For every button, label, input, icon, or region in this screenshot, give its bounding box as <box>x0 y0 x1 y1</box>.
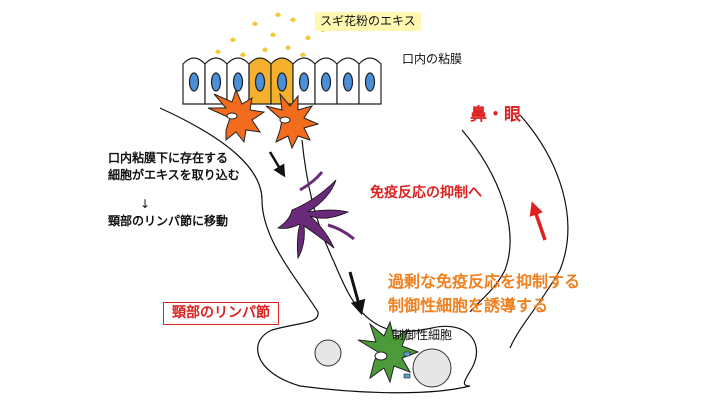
epithelium-layer <box>182 57 382 105</box>
uptake-line-1: 口内粘膜下に存在する <box>108 151 229 165</box>
treg-cell <box>357 320 420 384</box>
treg-label: 制御性細胞 <box>392 328 453 342</box>
induce-line-1: 過剰な免疫反応を抑制する <box>388 272 581 291</box>
epithelial-cell <box>182 57 206 105</box>
epithelial-cell <box>292 57 316 105</box>
epithelial-cell <box>204 57 228 105</box>
epithelial-cell <box>336 57 360 105</box>
uptake-line-2: 細胞がエキスを取り込む <box>108 168 240 182</box>
curve-outer <box>509 114 569 349</box>
epithelial-cell <box>358 57 382 105</box>
vessel-left-wall <box>159 107 471 394</box>
lymph-cell <box>314 339 342 367</box>
lymph-node-label: 頸部のリンパ節 <box>163 302 279 325</box>
migrating-cell <box>276 171 355 260</box>
lymph-cell <box>412 348 452 388</box>
uptake-text: 口内粘膜下に存在する 細胞がエキスを取り込む <box>108 150 240 184</box>
nose-eye-label: 鼻・眼 <box>470 105 521 125</box>
epithelial-cell <box>314 57 338 105</box>
mucosa-label: 口内の粘膜 <box>402 52 463 66</box>
flow-arrow-1 <box>268 151 286 178</box>
suppression-arrow <box>529 201 547 241</box>
receptor <box>403 373 411 379</box>
induce-line-2: 制御性細胞を誘導する <box>388 296 549 315</box>
induce-text: 過剰な免疫反応を抑制する 制御性細胞を誘導する <box>388 270 580 318</box>
receptor <box>403 351 411 357</box>
curve-inner <box>461 129 511 313</box>
pollen-label: スギ花粉のエキス <box>315 12 421 31</box>
flow-arrow-2 <box>348 271 366 316</box>
pollen-particles <box>215 12 326 57</box>
suppress-label: 免疫反応の抑制へ <box>370 185 482 201</box>
down-arrow-text: ↓ <box>140 197 151 211</box>
migrate-text: 頸部のリンパ節に移動 <box>108 214 229 228</box>
dendritic-cell <box>207 88 266 144</box>
epithelial-cell-pollen <box>248 57 272 105</box>
epithelial-cell-pollen <box>270 57 294 105</box>
dendritic-cell <box>265 92 320 150</box>
